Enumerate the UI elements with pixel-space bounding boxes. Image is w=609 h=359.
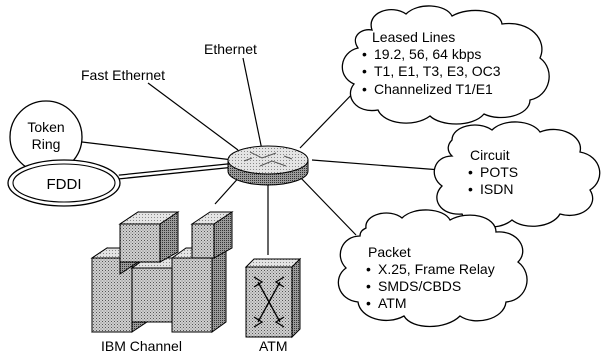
packet-item-1: X.25, Frame Relay bbox=[378, 261, 495, 277]
fddi-link bbox=[118, 162, 237, 180]
connection-lines bbox=[81, 57, 442, 255]
fast-ethernet-label: Fast Ethernet bbox=[81, 67, 165, 83]
leased-lines-bullet-3: • bbox=[362, 81, 367, 97]
circuit-bullet-1: • bbox=[468, 164, 473, 180]
packet-item-3: ATM bbox=[378, 295, 407, 311]
circuit-item-2: ISDN bbox=[480, 181, 513, 197]
packet-bullet-3: • bbox=[366, 295, 371, 311]
line-packet bbox=[297, 174, 357, 236]
leased-lines-item-2: T1, E1, T3, E3, OC3 bbox=[374, 63, 501, 79]
packet-bullet-2: • bbox=[366, 278, 371, 294]
ibm-channel-mainframe-icon bbox=[90, 211, 234, 333]
leased-lines-item-3: Channelized T1/E1 bbox=[374, 81, 493, 97]
line-circuit bbox=[311, 159, 442, 171]
ibm-channel-label: IBM Channel bbox=[101, 338, 182, 354]
circuit-item-1: POTS bbox=[480, 164, 518, 180]
packet-bullet-1: • bbox=[366, 261, 371, 277]
token-ring-label-line1: Token bbox=[27, 119, 64, 135]
leased-lines-cloud: Leased Lines • 19.2, 56, 64 kbps • T1, E… bbox=[341, 5, 550, 125]
token-ring-label-line2: Ring bbox=[32, 136, 61, 152]
atm-switch-icon bbox=[244, 257, 302, 339]
line-leased bbox=[299, 87, 359, 149]
token-ring-node: Token Ring bbox=[9, 100, 83, 174]
circuit-bullet-2: • bbox=[468, 181, 473, 197]
atm-label: ATM bbox=[259, 338, 288, 354]
ethernet-label: Ethernet bbox=[204, 41, 257, 57]
line-token-ring bbox=[81, 141, 234, 161]
packet-title: Packet bbox=[368, 244, 411, 260]
packet-item-2: SMDS/CBDS bbox=[378, 278, 461, 294]
leased-lines-title: Leased Lines bbox=[372, 29, 455, 45]
leased-lines-bullet-1: • bbox=[362, 46, 367, 62]
leased-lines-item-1: 19.2, 56, 64 kbps bbox=[374, 46, 481, 62]
circuit-cloud: Circuit • POTS • ISDN bbox=[433, 121, 601, 228]
packet-cloud: Packet • X.25, Frame Relay • SMDS/CBDS •… bbox=[337, 209, 528, 328]
circuit-title: Circuit bbox=[470, 147, 510, 163]
router-icon bbox=[227, 145, 309, 186]
leased-lines-bullet-2: • bbox=[362, 63, 367, 79]
fddi-node: FDDI bbox=[7, 159, 121, 207]
fddi-label: FDDI bbox=[47, 176, 82, 193]
line-fast-ethernet bbox=[147, 82, 239, 151]
line-ethernet bbox=[242, 57, 263, 151]
